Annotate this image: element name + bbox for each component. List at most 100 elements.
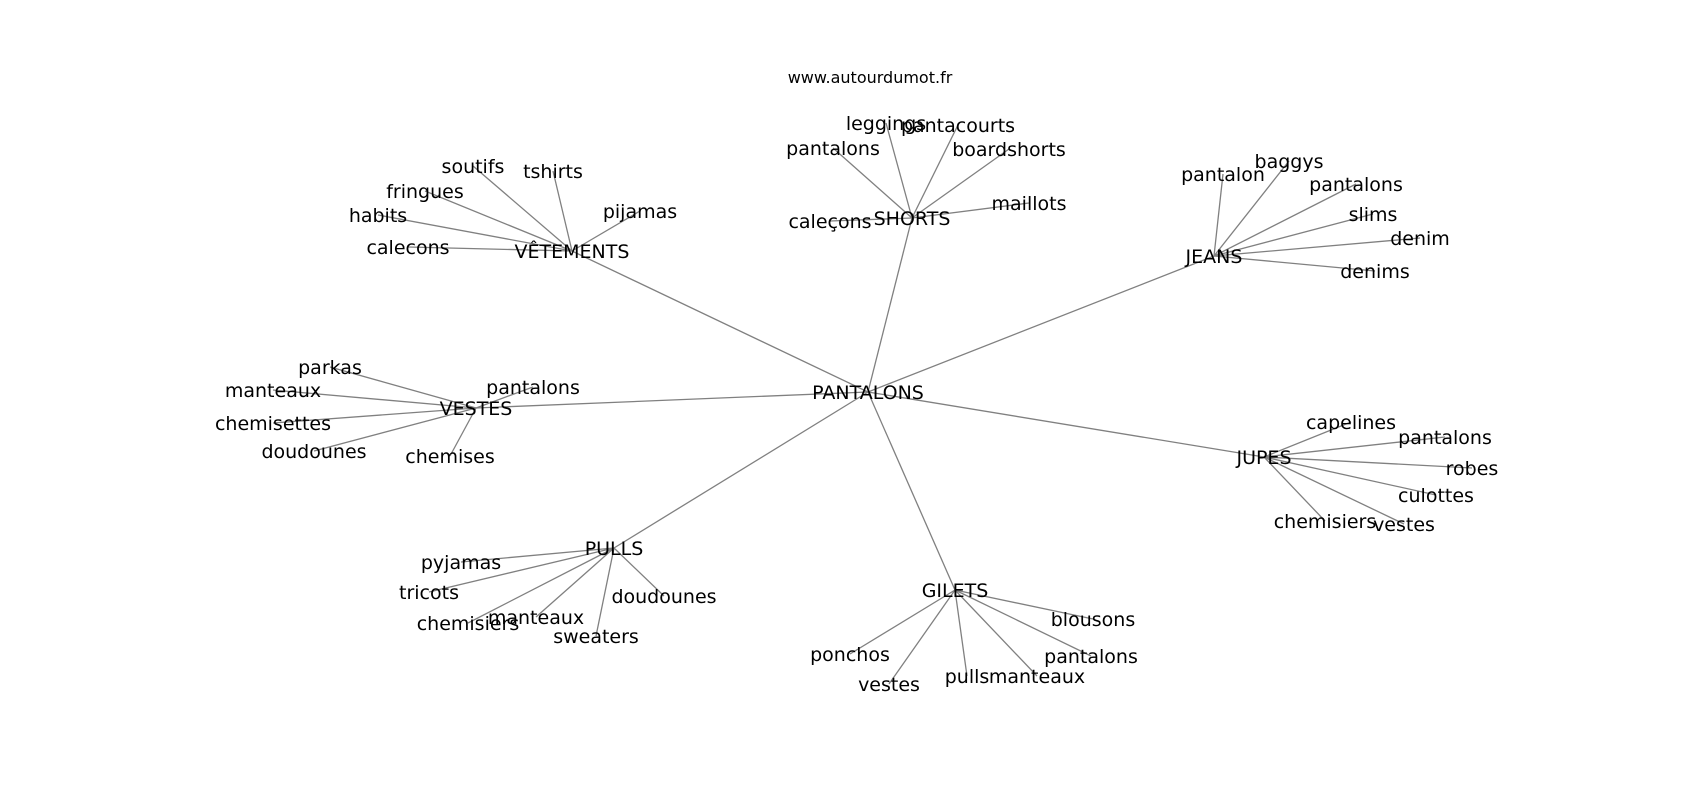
edge-group-5-child-5 [613, 547, 665, 597]
edge-group-4-child-4 [1263, 456, 1405, 525]
leaf-node-label: pantalons [486, 377, 580, 399]
leaf-node-label: doudounes [261, 441, 366, 463]
leaf-node-label: ponchos [810, 644, 890, 666]
leaf-node-label: chemises [405, 446, 494, 468]
leaf-node-label: manteaux [225, 380, 321, 402]
leaf-node-label: capelines [1306, 412, 1396, 434]
leaf-node-label: pyjamas [421, 552, 501, 574]
edge-group-0-child-1 [377, 214, 573, 252]
leaf-node-label: pantacourts [901, 115, 1015, 137]
leaf-node-label: doudounes [611, 586, 716, 608]
leaf-node-label: robes [1446, 458, 1499, 480]
edge-group-6-child-4 [888, 589, 956, 685]
leaf-node-label: pijamas [603, 201, 677, 223]
leaf-node-label: chemisiers [417, 613, 520, 635]
leaf-node-label: boardshorts [952, 139, 1066, 161]
leaf-node-label: habits [349, 205, 407, 227]
edge-group-3-child-5 [475, 386, 534, 409]
edge-group-2-child-2 [1213, 183, 1357, 257]
group-node-label: SHORTS [874, 208, 951, 230]
edge-root-4 [867, 391, 1265, 458]
edge-group-5-child-0 [460, 547, 615, 563]
leaf-node-label: blousons [1051, 609, 1135, 631]
edge-group-6-child-2 [954, 589, 1038, 677]
edge-group-3-child-4 [449, 407, 477, 457]
leaf-node-label: baggys [1255, 151, 1324, 173]
leaf-node-label: caleçons [788, 211, 871, 233]
leaf-node-label: culottes [1398, 485, 1474, 507]
edge-group-6-child-5 [849, 589, 956, 655]
edge-group-3-child-0 [329, 366, 477, 409]
group-node-label: PULLS [585, 538, 644, 560]
leaf-node-label: fringues [386, 181, 464, 203]
leaf-node-label: pantalons [1044, 646, 1138, 668]
edge-group-3-child-2 [272, 407, 477, 424]
leaf-node-label: vestes [1373, 514, 1435, 536]
root-node-label: PANTALONS [812, 382, 924, 404]
edge-group-1-child-2 [885, 122, 913, 219]
leaf-node-label: denims [1340, 261, 1409, 283]
leaf-node-label: manteaux [488, 607, 584, 629]
edge-group-4-child-5 [1263, 456, 1326, 522]
leaf-node-label: maillots [992, 193, 1067, 215]
edge-group-2-child-0 [1213, 173, 1224, 257]
edge-group-5-child-3 [535, 547, 615, 618]
edge-group-6-child-0 [954, 589, 1094, 620]
leaf-node-label: chemisiers [1274, 511, 1377, 533]
leaf-node-label: denim [1390, 228, 1450, 250]
group-node-label: JEANS [1185, 246, 1243, 268]
edge-group-2-child-5 [1213, 255, 1376, 272]
edge-group-2-child-3 [1213, 213, 1374, 257]
leaf-node-label: pantalons [786, 138, 880, 160]
leaf-node-label: pulls [945, 666, 990, 688]
group-node-label: JUPES [1235, 447, 1291, 469]
edge-root-2 [867, 255, 1215, 393]
edge-group-5-child-1 [428, 547, 615, 593]
leaf-node-label: vestes [858, 674, 920, 696]
edge-group-1-child-1 [832, 147, 913, 219]
group-node-label: GILETS [922, 580, 989, 602]
leaf-node-label: calecons [366, 237, 449, 259]
leaf-node-label: pantalons [1398, 427, 1492, 449]
leaf-node-label: soutifs [442, 156, 505, 178]
edge-group-3-child-3 [313, 407, 477, 452]
group-node-label: VESTES [440, 398, 513, 420]
labels-layer: www.autourdumot.fr PANTALONS VÊTEMENTS cal… [215, 68, 1498, 696]
edge-group-6-child-1 [954, 589, 1092, 657]
leaf-node-label: parkas [298, 357, 362, 379]
group-node-label: VÊTEMENTS [515, 240, 630, 263]
edge-group-1-child-3 [911, 124, 959, 219]
edge-root-6 [867, 391, 956, 591]
edge-group-1-child-0 [829, 217, 913, 222]
edge-group-5-child-2 [467, 547, 615, 624]
edge-group-4-child-1 [1263, 436, 1446, 458]
edge-group-4-child-2 [1263, 456, 1473, 469]
leaf-node-label: pantalons [1309, 174, 1403, 196]
edge-group-0-child-5 [571, 210, 641, 252]
leaf-node-label: sweaters [553, 626, 639, 648]
edge-group-0-child-3 [472, 165, 573, 252]
edge-group-4-child-3 [1263, 456, 1437, 496]
leaf-node-label: chemisettes [215, 413, 331, 435]
edge-group-5-child-4 [595, 547, 615, 637]
edge-group-1-child-4 [911, 148, 1010, 219]
edge-group-2-child-4 [1213, 237, 1421, 257]
leaf-node-label: manteaux [989, 666, 1085, 688]
leaf-node-label: tshirts [523, 161, 583, 183]
edge-root-5 [613, 391, 869, 549]
edge-root-3 [475, 391, 869, 409]
edge-group-0-child-0 [407, 246, 573, 252]
edge-group-3-child-1 [272, 389, 477, 409]
leaf-node-label: leggings [846, 113, 926, 135]
edges-layer [272, 122, 1473, 685]
site-url: www.autourdumot.fr [788, 68, 953, 87]
edge-group-6-child-3 [954, 589, 968, 677]
edge-group-2-child-1 [1213, 160, 1290, 257]
edge-group-1-child-5 [911, 202, 1030, 219]
edge-group-4-child-0 [1263, 421, 1352, 458]
edge-group-0-child-4 [552, 170, 573, 252]
leaf-node-label: tricots [399, 582, 459, 604]
edge-root-1 [867, 217, 913, 393]
leaf-node-label: pantalon [1181, 164, 1265, 186]
